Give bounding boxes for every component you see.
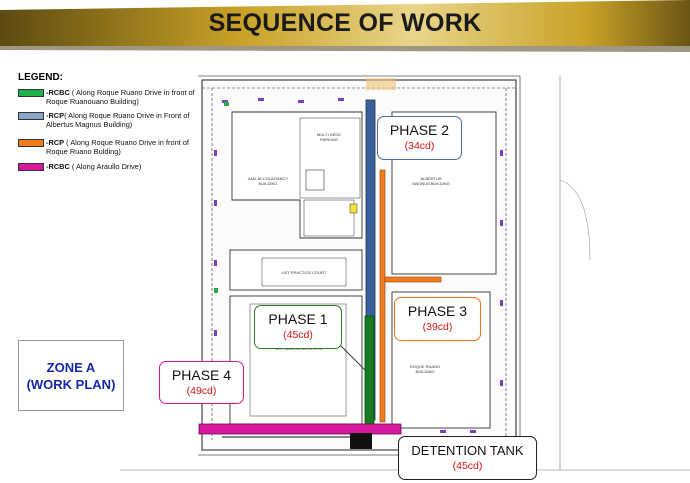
legend-code: -RCBC	[46, 88, 70, 97]
phase-2-box: PHASE 2 (34cd)	[377, 116, 462, 160]
legend-code: -RCP	[46, 111, 65, 120]
legend-title: LEGEND:	[18, 72, 63, 83]
site-markers	[214, 102, 229, 293]
legend-desc: ( Along Roque Ruano Drive in Front of Al…	[46, 111, 190, 129]
inner-block	[305, 169, 325, 191]
detention-tank-box: DETENTION TANK (45cd)	[398, 436, 537, 480]
leader-line	[339, 344, 366, 371]
phase-3-line	[379, 169, 386, 423]
legend-code: -RCBC	[46, 162, 70, 171]
inner-block	[303, 199, 355, 237]
legend-desc: ( Along Araullo Drive)	[69, 162, 142, 171]
legend-desc: ( Along Roque Ruano Drive in front of Ro…	[46, 88, 195, 106]
phase-duration: (45cd)	[283, 329, 313, 341]
legend-swatch-green	[18, 89, 44, 97]
legend-swatch-orange	[18, 139, 44, 147]
phase-duration: (34cd)	[404, 140, 435, 152]
hatched-area	[366, 78, 396, 90]
phase-4-box: PHASE 4 (49cd)	[159, 361, 244, 404]
marker-yellow	[349, 203, 358, 214]
phase-3-branch	[384, 276, 442, 283]
title-banner	[0, 0, 690, 52]
phase-4-line	[198, 423, 402, 435]
site-markers	[214, 98, 503, 433]
phase-1-box: PHASE 1 (45cd)	[254, 305, 342, 349]
phase-name: PHASE 4	[171, 367, 232, 383]
zone-title: ZONE A	[46, 360, 96, 375]
phase-name: PHASE 3	[407, 303, 468, 319]
phase-duration: (49cd)	[186, 385, 217, 397]
phase-1-line	[364, 315, 375, 425]
zone-subtitle: (WORK PLAN)	[26, 377, 116, 392]
practice-court-inner	[261, 257, 347, 287]
phase-name: PHASE 2	[389, 122, 450, 138]
legend-desc: ( Along Roque Ruano Drive in front of Ro…	[46, 138, 189, 156]
zone-label: ZONE A (WORK PLAN)	[18, 340, 124, 411]
accountancy-building	[231, 111, 363, 239]
label-accountancy: AMV ACCOUNTANCY BUILDING	[247, 176, 289, 186]
legend-code: -RCP	[46, 138, 65, 147]
legend-swatch-magenta	[18, 163, 44, 171]
practice-court	[229, 249, 363, 291]
page-title: SEQUENCE OF WORK	[208, 9, 482, 37]
sports-gym-inner	[249, 303, 347, 417]
label-roque: ROQUE RUANO BUILDING	[409, 364, 441, 374]
phase-duration: (39cd)	[422, 321, 453, 333]
phase-3-box: PHASE 3 (39cd)	[394, 297, 481, 341]
detention-tank-block	[350, 433, 372, 449]
phase-name: DETENTION TANK	[411, 443, 524, 458]
multi-deck-parking	[299, 117, 361, 199]
label-multi-deck: MULTI DECK PARKING	[317, 132, 341, 142]
label-practice-court: UST PRACTICE COURT	[281, 270, 327, 275]
road-curve	[559, 179, 591, 261]
legend-swatch-blue	[18, 112, 44, 120]
label-albertus: ALBERTUS MAGNUS BUILDING	[412, 176, 450, 186]
phase-name: PHASE 1	[268, 311, 328, 327]
phase-duration: (45cd)	[452, 460, 483, 472]
